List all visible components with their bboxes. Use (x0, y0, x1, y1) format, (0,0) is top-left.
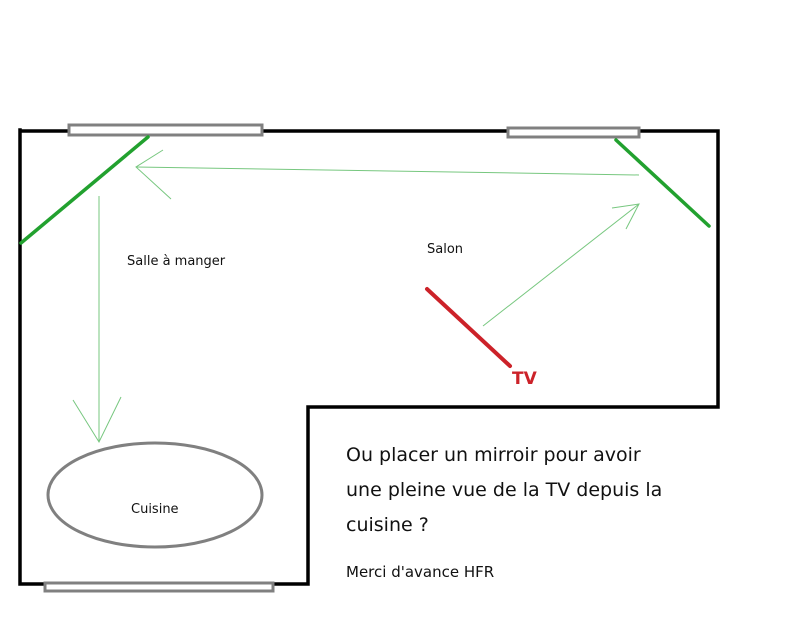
mirrors (19, 135, 711, 245)
windows (43, 123, 641, 593)
outer-wall (18, 128, 720, 586)
tv-label: TV (512, 369, 538, 389)
thanks-text: Merci d'avance HFR (346, 563, 495, 581)
question-line: une pleine vue de la TV depuis la (346, 479, 663, 501)
tv-screen (425, 287, 512, 368)
room-label-living: Salon (427, 242, 463, 257)
question-line: Ou placer un mirroir pour avoir (346, 444, 641, 466)
kitchen-table (46, 441, 264, 549)
mirror-dining (19, 135, 150, 245)
window-top-right (506, 126, 641, 139)
sightline-tv-to-mirror (482, 203, 640, 327)
arrowhead-tv-to-mirror (611, 203, 640, 230)
walls (18, 128, 720, 586)
arrowhead-mirror-to-kitchen (72, 396, 122, 444)
sightlines (72, 149, 640, 444)
mirror-living (614, 138, 711, 228)
arrowhead-mirror-to-mirror (135, 149, 172, 200)
question-text: Ou placer un mirroir pour avoir une plei… (346, 438, 766, 543)
window-bottom (43, 581, 275, 593)
room-label-dining: Salle à manger (127, 254, 226, 269)
room-label-kitchen: Cuisine (131, 502, 179, 517)
window-top-left (67, 123, 264, 137)
question-line: cuisine ? (346, 514, 429, 536)
sightline-mirror-to-mirror (135, 166, 640, 176)
